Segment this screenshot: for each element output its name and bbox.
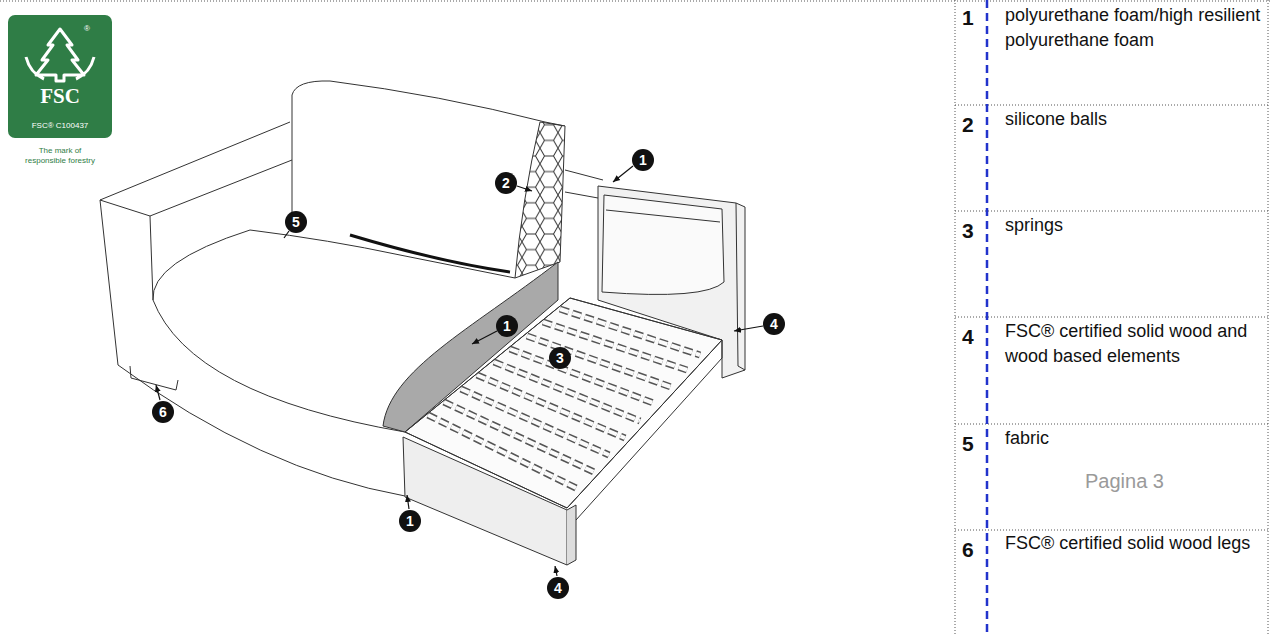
table-number: 6 [962,538,974,562]
callout-number: 4 [763,313,785,335]
logo-caption: The mark of responsible forestry [2,146,118,166]
material-text: FSC® certified solid wood legs [1005,531,1267,556]
table-number: 2 [962,113,974,137]
callout-number: 2 [495,172,517,194]
callout-number: 6 [152,401,174,423]
table-number: 3 [962,219,974,243]
material-text: FSC® certified solid wood and wood based… [1005,319,1267,369]
callout-number: 4 [547,577,569,599]
callout-number: 1 [496,315,518,337]
material-text: fabric [1005,426,1267,451]
callout-number: 1 [399,510,421,532]
leader-lines [156,166,763,576]
table-number: 5 [962,432,974,456]
table-number: 1 [962,6,974,30]
material-text: polyurethane foam/high resilient polyure… [1005,3,1267,53]
callout-number: 1 [632,149,654,171]
tree-icon [8,15,112,85]
table-number: 4 [962,325,974,349]
material-text: silicone balls [1005,107,1267,132]
logo-ground [8,15,112,138]
callout-number: 3 [549,347,571,369]
logo-text: FSC [8,85,112,108]
callout-number: 5 [285,211,307,233]
logo-text: FSC® C100437 [8,121,112,131]
fsc-logo: ®FSCFSC® C100437The mark of responsible … [8,15,112,138]
page-number: Pagina 3 [1085,470,1164,493]
material-text: springs [1005,213,1267,238]
logo-text: ® [80,24,94,34]
